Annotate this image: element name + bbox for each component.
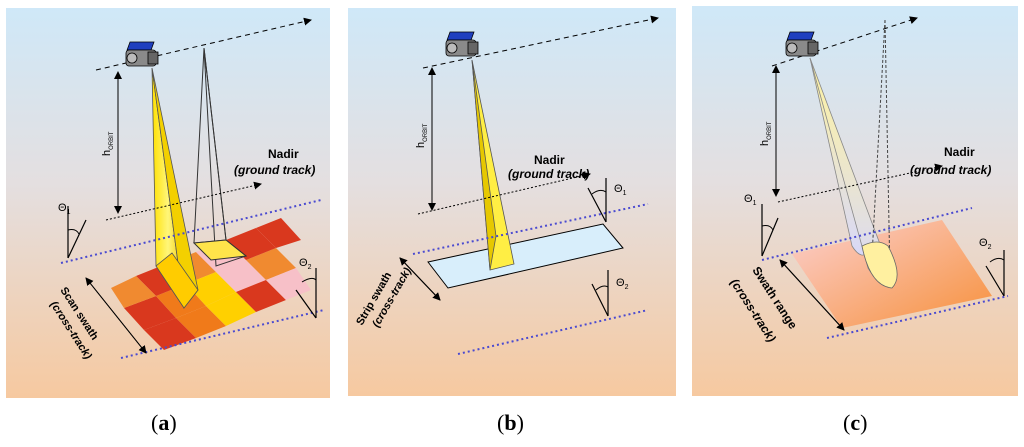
theta2-label: Θ2 <box>299 257 312 271</box>
nadir-sublabel: (ground track) <box>910 163 991 177</box>
panel-c: hORBIT Θ1 Θ2 Swath range (cross-track) N… <box>692 6 1018 396</box>
satellite-icon <box>125 41 159 67</box>
panel-c-diagram: hORBIT Θ1 Θ2 Swath range (cross-track) N… <box>692 6 1018 396</box>
caption-b: (b) <box>497 410 524 435</box>
theta1-label: Θ1 <box>744 193 757 207</box>
caption-c: (c) <box>843 410 868 435</box>
nadir-ground-track <box>417 171 591 215</box>
theta1-label: Θ1 <box>58 202 71 216</box>
nadir-sublabel: (ground track) <box>234 163 315 177</box>
orbit-track-line <box>771 16 918 67</box>
panel-a-diagram: hORBIT Θ1 Θ2 Scan swath (cross-track) Na… <box>6 8 330 398</box>
caption-a: (a) <box>151 410 177 435</box>
swath-far-edge <box>826 295 1009 339</box>
h-orbit-label: hORBIT <box>759 121 773 146</box>
orbit-track-line <box>422 15 659 69</box>
strip-swath-footprint <box>427 223 624 289</box>
nadir-label: Nadir <box>268 147 299 161</box>
panel-b-diagram: hORBIT Θ1 Θ2 Strip swath (cross-track) N… <box>348 8 676 396</box>
theta2-label: Θ2 <box>616 277 629 291</box>
h-orbit-label: hORBIT <box>101 131 115 156</box>
satellite-icon <box>445 31 479 57</box>
nadir-label: Nadir <box>534 153 565 167</box>
panel-a: hORBIT Θ1 Θ2 Scan swath (cross-track) Na… <box>6 8 330 398</box>
theta1-label: Θ1 <box>614 183 627 197</box>
beam-footprint <box>861 241 898 289</box>
nadir-label: Nadir <box>944 145 975 159</box>
nadir-sublabel: (ground track) <box>508 167 589 181</box>
swath-near-edge <box>412 203 649 255</box>
h-orbit-label: hORBIT <box>415 123 429 148</box>
theta2-label: Θ2 <box>979 237 992 251</box>
swath-near-edge <box>761 207 973 261</box>
panel-background <box>348 8 676 396</box>
nadir-ground-track <box>105 181 262 221</box>
satellite-icon <box>785 31 819 57</box>
panel-b: hORBIT Θ1 Θ2 Strip swath (cross-track) N… <box>348 8 676 396</box>
